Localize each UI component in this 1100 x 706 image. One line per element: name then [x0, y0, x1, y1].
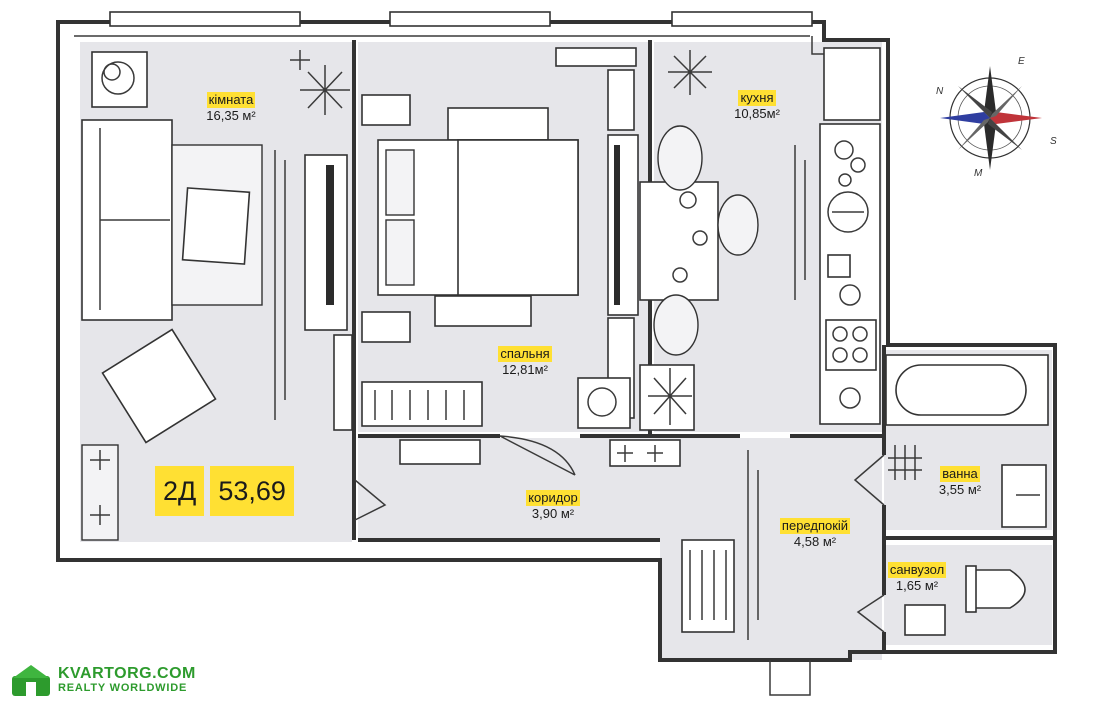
room-area: 10,85м²: [734, 106, 780, 121]
room-name: коридор: [526, 490, 580, 506]
compass-rose-icon: N E S M: [930, 56, 1060, 186]
room-area: 4,58 м²: [793, 534, 837, 549]
unit-code: 2Д: [155, 466, 205, 516]
room-label-kimnata: кімната 16,35 м²: [186, 92, 276, 124]
outer-wall: [56, 20, 1057, 662]
room-label-sanvuzol: санвузол 1,65 м²: [872, 562, 962, 594]
door-swings: [354, 435, 885, 696]
room-name: кухня: [738, 90, 776, 106]
house-logo-icon: [12, 665, 50, 696]
logo-tagline: REALTY WORLDWIDE: [58, 682, 188, 694]
unit-badge: 2Д 53,69: [155, 466, 294, 516]
room-area: 1,65 м²: [895, 578, 939, 593]
bedroom-furniture: [333, 47, 639, 431]
site-logo: KVARTORG.COM REALTY WORLDWIDE: [10, 662, 196, 698]
room-name: кімната: [206, 92, 256, 108]
top-windows: [109, 11, 813, 27]
bathroom-fixtures: [399, 354, 1049, 640]
kitchen-furniture: [639, 47, 881, 431]
unit-total-area: 53,69: [210, 466, 294, 516]
room-area: 16,35 м²: [206, 108, 256, 123]
logo-name: KVARTORG.COM: [58, 665, 196, 682]
room-label-spalnia: спальня 12,81м²: [480, 346, 570, 378]
room-name: спальня: [498, 346, 552, 362]
room-area: 12,81м²: [502, 362, 548, 377]
compass-graphic: [940, 66, 1042, 170]
room-name: ванна: [940, 466, 980, 482]
room-name: санвузол: [887, 562, 947, 578]
plant-icons: [90, 50, 712, 525]
room-area: 3,90 м²: [531, 506, 575, 521]
room-label-korydor: коридор 3,90 м²: [508, 490, 598, 522]
room-name: передпокій: [779, 518, 851, 534]
compass-n: N: [936, 86, 944, 97]
compass-s: S: [1050, 136, 1057, 147]
logo-text: KVARTORG.COM REALTY WORLDWIDE: [58, 665, 196, 695]
room-label-vanna: ванна 3,55 м²: [920, 466, 1000, 498]
room-label-peredpokii: передпокій 4,58 м²: [760, 518, 870, 550]
compass-w: M: [974, 168, 983, 179]
room-area: 3,55 м²: [938, 482, 982, 497]
room-label-kukhnia: кухня 10,85м²: [712, 90, 802, 122]
compass-e: E: [1018, 56, 1025, 67]
